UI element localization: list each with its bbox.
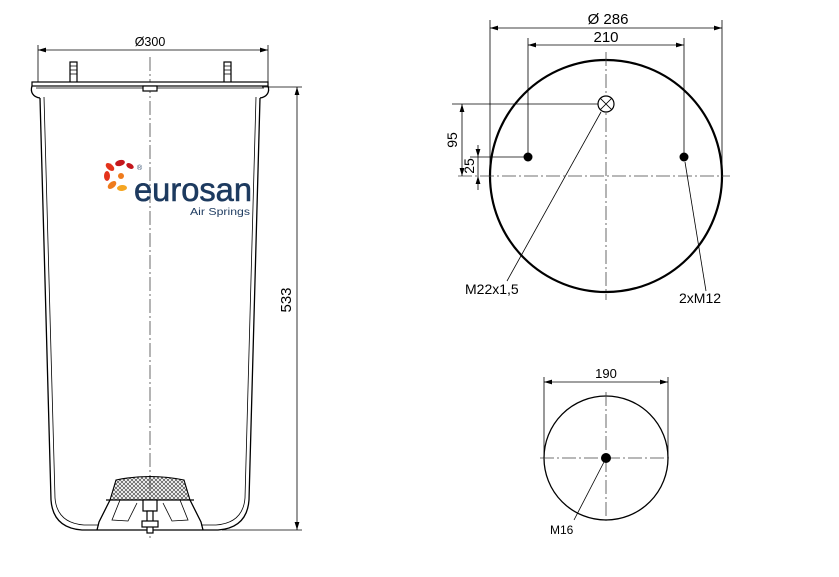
piston-rib-left [111,499,138,522]
inlet-thread-leader [506,111,602,282]
bottom-stud-hole [601,453,611,463]
logo-petal [104,171,110,181]
eurosan-logo: ® eurosan Air Springs [104,159,252,218]
piston-skirt-left [96,499,111,531]
piston [96,475,204,534]
top-stud-right [223,61,232,84]
logo-brand-name: eurosan [134,171,252,208]
top-bead-right [259,85,270,99]
inlet-offset-label: 95 [444,132,460,148]
logo-petal [117,184,127,192]
bolt-hole-left [523,152,533,162]
bottom-view: 190 M16 [540,366,672,537]
piston-rib-right [162,499,189,522]
bolt-spacing-label: 210 [593,29,618,46]
bottom-thread-leader [573,461,605,521]
piston-skirt-right [189,499,204,531]
bolt-hole-right [679,152,689,162]
side-view: Ø300 [30,35,302,538]
stud-thread-lines [224,65,231,75]
stud-body [69,61,78,84]
top-view: Ø 286 210 95 25 M22x1,5 2xM12 [444,11,730,306]
bellow-inner-wall-right [201,96,257,526]
inlet-valve-cross [600,98,612,110]
logo-icon [104,159,134,192]
side-diameter-label: Ø300 [135,35,166,49]
air-inlet [142,85,158,92]
inlet-thread-label: M22x1,5 [465,281,519,297]
bolt-thread-label: 2xM12 [679,290,721,306]
bolt-thread-leader [684,161,707,292]
top-bead-left [30,85,41,99]
piston-nut-lower [141,520,159,528]
logo-petal [126,163,134,169]
stud-thread-lines [70,65,77,75]
logo-petal [107,181,117,189]
piston-cap-hatched [109,475,191,501]
logo-petal [115,159,125,167]
stud-body [223,61,232,84]
piston-nut-upper [142,499,158,512]
bolt-offset-label: 25 [461,158,477,174]
logo-center-dot [118,173,124,179]
top-stud-left [69,61,78,84]
height-label: 533 [278,287,295,312]
bottom-diameter-label: 190 [595,366,617,381]
bellow-inner-wall-left [43,96,99,526]
logo-petal [105,163,115,171]
bottom-thread-label: M16 [550,523,574,537]
top-diameter-label: Ø 286 [588,11,629,28]
inlet-valve-symbol [597,95,615,113]
logo-registered-mark: ® [137,164,143,172]
logo-tagline: Air Springs [190,206,250,218]
